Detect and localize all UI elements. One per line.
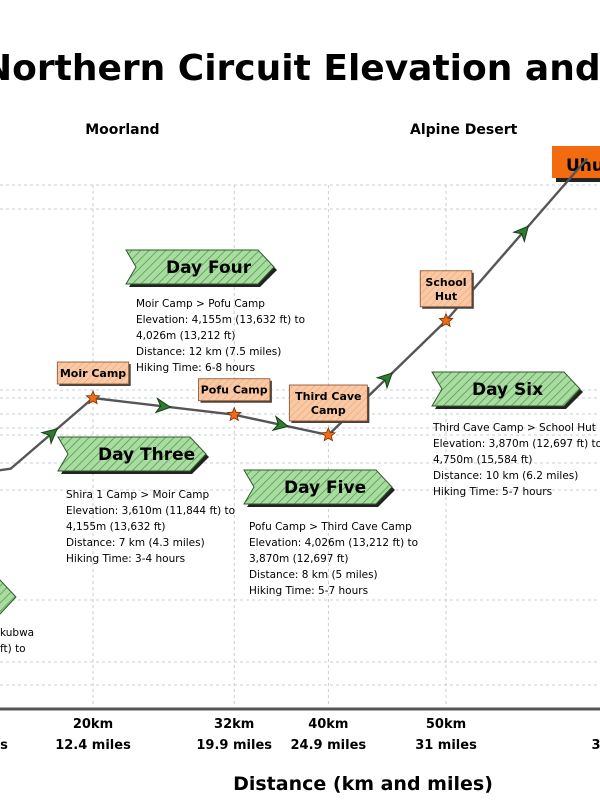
day-block-partial: kubwa ft) to: [0, 579, 34, 655]
camp-label-box: [288, 384, 368, 422]
day-title-2: Day Five: [284, 478, 366, 498]
camp-label-box: [198, 378, 271, 402]
camp-label-text: School: [425, 276, 466, 289]
x-tick-km-1: 32km: [214, 717, 254, 732]
day-banner-3: [431, 371, 581, 407]
day-info-line: Third Cave Camp > School Hut: [432, 422, 596, 434]
day-info-line: Moir Camp > Pofu Camp: [136, 298, 265, 310]
day-title-1: Day Three: [98, 445, 195, 465]
x-tick-labels: 20km 12.4 miles 32km 19.9 miles 40km 24.9 mil…: [0, 717, 600, 753]
direction-arrow-shape: [154, 397, 172, 414]
day-banner-partial: [0, 579, 17, 615]
direction-arrow-shape: [375, 372, 393, 390]
direction-arrow-3: [271, 415, 290, 432]
direction-arrow-shape: [512, 225, 530, 244]
direction-arrow-4: [375, 372, 393, 390]
camp-label-text: Moir Camp: [60, 367, 126, 380]
day-info-line: Distance: 7 km (4.3 miles): [66, 537, 205, 549]
x-tick-partial-0: s: [0, 738, 8, 753]
day-banner-0: [125, 249, 275, 285]
x-tick-miles-2: 24.9 miles: [291, 738, 367, 753]
camp-label-0: Moir Camp: [56, 361, 131, 386]
x-axis-label: Distance (km and miles): [233, 773, 493, 795]
day-title-3: Day Six: [472, 380, 543, 400]
camp-marker-2: [320, 426, 336, 442]
camp-label-box: [419, 270, 473, 308]
zone-label-2: Alpine Desert: [410, 122, 518, 138]
day-info-line: Distance: 12 km (7.5 miles): [136, 346, 281, 358]
day-info-line: Shira 1 Camp > Moir Camp: [66, 489, 210, 501]
x-tick-miles-1: 19.9 miles: [196, 738, 272, 753]
x-tick-km-0: 20km: [73, 717, 113, 732]
day-info-line: Distance: 10 km (6.2 miles): [433, 470, 578, 482]
camp-label-text: Hut: [435, 290, 457, 303]
day-info-line: Elevation: 3,610m (11,844 ft) to: [66, 505, 235, 517]
camp-marker-3: [438, 312, 454, 328]
camp-label-box: [56, 361, 130, 385]
x-tick-km-3: 50km: [426, 717, 466, 732]
x-tick-miles-0: 12.4 miles: [55, 738, 131, 753]
day-info-line: 3,870m (12,697 ft): [249, 553, 349, 565]
zone-uhuru-label: Uhu: [552, 146, 600, 182]
chart-title: Northern Circuit Elevation and Distance: [0, 48, 600, 89]
direction-arrow-2: [154, 397, 172, 414]
day-info-partial-line: kubwa: [0, 627, 34, 639]
camp-marker-0: [85, 389, 101, 405]
day-banner-1: [57, 436, 207, 472]
day-info-line: Distance: 8 km (5 miles): [249, 569, 378, 581]
camp-label-text: Third Cave: [295, 390, 361, 403]
day-info-partial-line: ft) to: [0, 643, 26, 655]
camp-label-text: Camp: [311, 404, 346, 417]
uhuru-label-text: Uhu: [566, 156, 600, 176]
direction-arrow-shape: [271, 415, 290, 432]
day-info-line: Elevation: 3,870m (12,697 ft) to: [433, 438, 600, 450]
day-info-line: 4,750m (15,584 ft): [433, 454, 533, 466]
camp-label-1: Pofu Camp: [198, 378, 272, 403]
day-info-line: Elevation: 4,026m (13,212 ft) to: [249, 537, 418, 549]
camp-marker-1: [226, 406, 242, 422]
day-title-0: Day Four: [166, 258, 252, 278]
direction-arrow-1: [40, 428, 58, 445]
direction-arrow-5: [512, 225, 530, 244]
day-banner-2: [243, 469, 393, 505]
camp-label-text: Pofu Camp: [201, 384, 268, 397]
day-info-line: 4,026m (13,212 ft): [136, 330, 236, 342]
day-info-line: Hiking Time: 5-7 hours: [433, 486, 552, 498]
day-info-line: Pofu Camp > Third Cave Camp: [249, 521, 412, 533]
day-info-line: Hiking Time: 5-7 hours: [249, 585, 368, 597]
day-info-line: Elevation: 4,155m (13,632 ft) to: [136, 314, 305, 326]
day-info-line: 4,155m (13,632 ft): [66, 521, 166, 533]
x-tick-km-2: 40km: [308, 717, 348, 732]
x-tick-miles-3: 31 miles: [415, 738, 477, 753]
direction-arrow-shape: [40, 428, 58, 445]
x-tick-partial-1: 3: [591, 738, 600, 753]
day-info-line: Hiking Time: 3-4 hours: [66, 553, 185, 565]
zone-label-1: Moorland: [85, 122, 159, 138]
day-info-line: Hiking Time: 6-8 hours: [136, 362, 255, 374]
